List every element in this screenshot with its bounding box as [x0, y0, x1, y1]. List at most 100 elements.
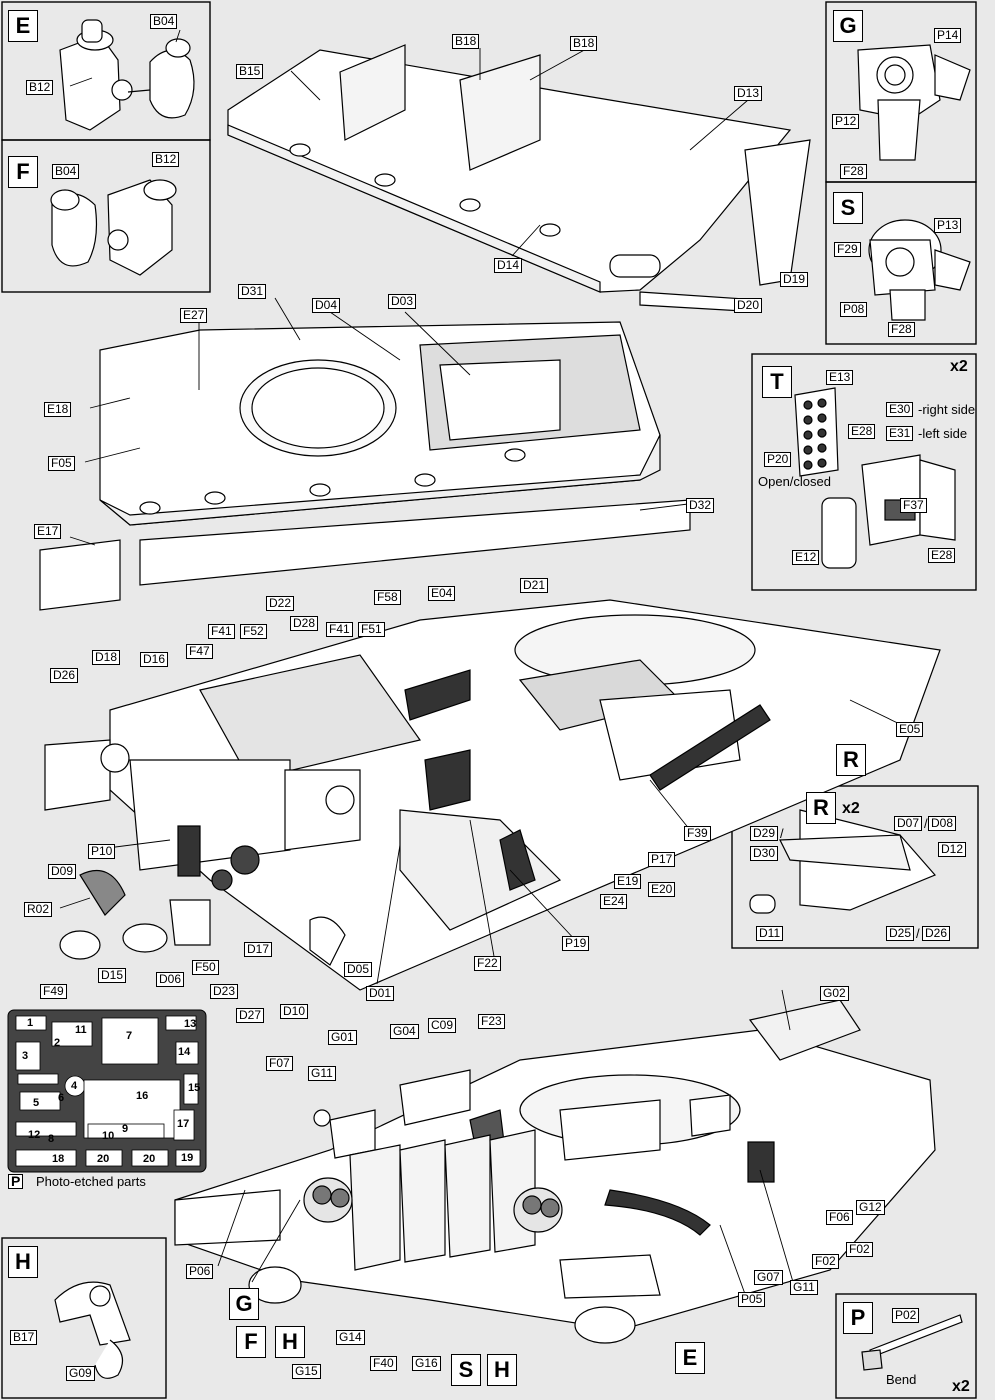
callout-e31: E31 [886, 426, 914, 441]
callout-d04: D04 [312, 298, 341, 313]
multiplier-t: x2 [950, 358, 968, 375]
callout-f41: F41 [208, 624, 235, 639]
callout-f02b: F02 [812, 1254, 839, 1269]
callout-e24: E24 [600, 894, 628, 909]
callout-d11: D11 [756, 926, 784, 941]
pe-number: 9 [122, 1123, 129, 1135]
callout-e28b: E28 [928, 548, 956, 563]
callout-d16: D16 [140, 652, 169, 667]
pe-number: 13 [184, 1018, 197, 1030]
callout-d18: D18 [92, 650, 121, 665]
pe-number: 11 [75, 1024, 87, 1036]
callout-letter-h2: H [487, 1354, 517, 1386]
callout-p02: P02 [892, 1308, 920, 1323]
callout-f23: F23 [478, 1014, 505, 1029]
pe-number: 20 [143, 1153, 156, 1165]
pe-number: 1 [27, 1017, 34, 1029]
callout-p10: P10 [88, 844, 116, 859]
callout-g09: G09 [66, 1366, 95, 1381]
callout-p20: P20 [764, 452, 792, 467]
callout-b18b: B18 [570, 36, 598, 51]
callout-letter-g: G [229, 1288, 259, 1320]
callout-letter-r: R [836, 744, 866, 776]
panel-label-e: E [8, 10, 38, 42]
panel-label-g: G [833, 10, 863, 42]
panel-h-frame [1, 1237, 167, 1399]
callout-d22: D22 [266, 596, 295, 611]
callout-letter-f: F [236, 1326, 266, 1358]
callout-e30: E30 [886, 402, 914, 417]
panel-t-frame [751, 353, 977, 591]
callout-f39: F39 [684, 826, 711, 841]
callout-d03: D03 [388, 294, 417, 309]
callout-d10: D10 [280, 1004, 309, 1019]
panel-f-parts [50, 179, 177, 276]
pe-number: 2 [54, 1037, 61, 1049]
callout-p05: P05 [738, 1292, 766, 1307]
callout-d25: D25 [886, 926, 915, 941]
callout-b17: B17 [10, 1330, 38, 1345]
callout-g11b: G11 [790, 1280, 818, 1295]
callout-d29: D29 [750, 826, 779, 841]
callout-e20: E20 [648, 882, 676, 897]
callout-d06: D06 [156, 972, 185, 987]
callout-d13: D13 [734, 86, 763, 101]
callout-d01: D01 [366, 986, 395, 1001]
front-hull-assembly [174, 999, 936, 1344]
callout-c09: C09 [428, 1018, 457, 1033]
callout-f37: F37 [900, 498, 927, 513]
pe-number: 15 [188, 1082, 201, 1094]
label-right-side: -right side [918, 402, 976, 417]
label-left-side: -left side [918, 426, 968, 441]
callout-b18a: B18 [452, 34, 480, 49]
callout-e19: E19 [614, 874, 642, 889]
panel-label-f: F [8, 156, 38, 188]
callout-p13: P13 [934, 218, 962, 233]
callout-p08: P08 [840, 302, 868, 317]
callout-e27: E27 [180, 308, 208, 323]
callout-f52: F52 [240, 624, 267, 639]
callout-f47: F47 [186, 644, 213, 659]
pe-number: 19 [181, 1152, 194, 1164]
callout-g14: G14 [336, 1330, 365, 1345]
callout-d27: D27 [236, 1008, 265, 1023]
callout-d14: D14 [494, 258, 523, 273]
callout-f28: F28 [840, 164, 867, 179]
callout-f58: F58 [374, 590, 401, 605]
callout-e04: E04 [428, 586, 456, 601]
panel-h-parts [54, 1281, 131, 1379]
callout-p17: P17 [648, 852, 676, 867]
pe-number: 3 [22, 1050, 29, 1062]
callout-f22: F22 [474, 956, 501, 971]
callout-d30: D30 [750, 846, 779, 861]
panel-label-h: H [8, 1246, 38, 1278]
panel-s-frame [825, 181, 977, 345]
callout-p06: P06 [186, 1264, 214, 1279]
pe-number: 6 [58, 1092, 65, 1104]
callout-p14: P14 [934, 28, 962, 43]
pe-number: 8 [48, 1133, 55, 1145]
callout-p19: P19 [562, 936, 590, 951]
callout-d17: D17 [244, 942, 273, 957]
callout-f50: F50 [192, 960, 219, 975]
panel-label-r: R [806, 792, 836, 824]
callout-f05: F05 [48, 456, 75, 471]
callout-d23: D23 [210, 984, 239, 999]
slash-d25-d26: / [916, 926, 920, 941]
callout-g01: G01 [328, 1030, 357, 1045]
callout-f29: F29 [834, 242, 861, 257]
slash-d29-d30: / [780, 826, 784, 841]
callout-d32: D32 [686, 498, 715, 513]
callout-b04-f: B04 [52, 164, 80, 179]
callout-r02: R02 [24, 902, 53, 917]
pe-number: 16 [136, 1090, 149, 1102]
callout-letter-h: H [275, 1326, 305, 1358]
callout-f49: F49 [40, 984, 67, 999]
callout-e18: E18 [44, 402, 72, 417]
callout-p-fret: P [8, 1174, 24, 1189]
callout-g16: G16 [412, 1356, 441, 1371]
callout-d28: D28 [290, 616, 319, 631]
pe-number: 14 [178, 1046, 191, 1058]
callout-f02: F02 [846, 1242, 873, 1257]
